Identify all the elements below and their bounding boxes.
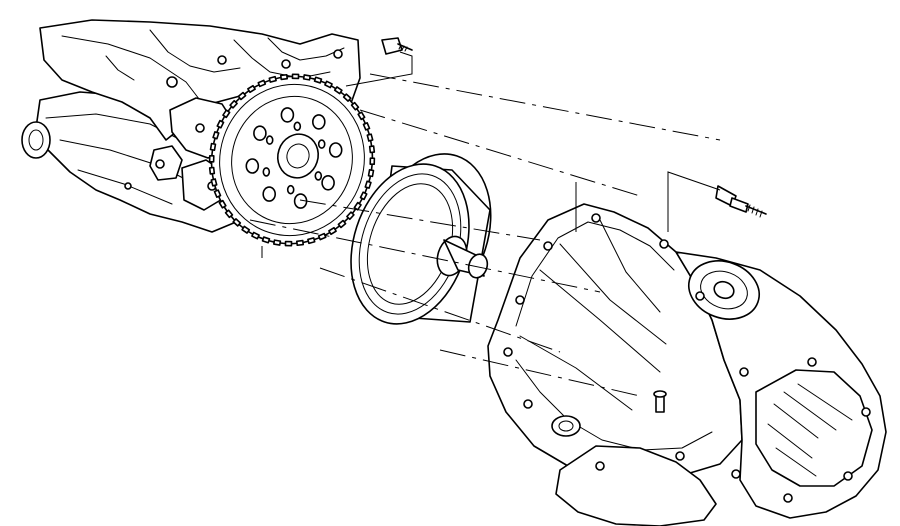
flexplate-hole [321,175,335,191]
ring-gear-tooth [273,239,282,246]
case-bolt-boss [861,407,871,417]
case-bolt-boss [523,399,533,409]
torque-converter [350,153,492,325]
ring-gear-tooth [224,209,234,219]
ring-gear-tooth [279,73,289,81]
ring-gear-tooth [261,236,271,244]
flexplate-hole [262,167,271,177]
ring-gear-tooth [216,119,225,129]
case-bolt-boss [543,241,553,251]
ring-gear-tooth [257,79,267,88]
case-bolt-boss [591,213,601,223]
ring-gear-tooth [247,84,256,94]
flexplate-hole [286,184,295,195]
flexplate-hole [265,135,274,145]
flexplate-ring-gear [208,73,376,247]
ring-gear-tooth [333,86,343,95]
flexplate-hole [245,158,260,174]
ring-gear-tooth [337,219,347,229]
ring-gear-tooth [364,180,372,189]
ring-gear-tooth [237,91,247,101]
ring-gear-tooth [313,76,323,84]
flexplate-hole [328,142,343,158]
case-bolt-boss [515,295,525,305]
ring-gear-tooth [366,133,374,142]
case-bolt-boss [695,291,705,301]
ring-gear-tooth [291,73,300,80]
ring-gear-tooth [353,201,362,211]
flexplate-hole [311,114,326,130]
case-bolt-boss [843,471,853,481]
flexplate-hole [317,139,326,149]
ring-gear-tooth [295,239,305,247]
ring-gear-tooth [208,154,215,163]
flexplate-hole [314,171,323,181]
leader-lines [261,51,721,258]
ring-gear-tooth [222,109,231,119]
flexplate-hole [253,125,267,141]
bell-housing-bolt [715,185,767,218]
ring-gear-tooth [324,80,333,89]
ring-gear-tooth [307,237,316,245]
ring-gear-tooth [251,231,260,240]
ring-gear-tooth [359,191,368,201]
ring-gear-tooth [302,74,311,81]
assembly-axes [249,73,721,397]
ring-gear-tooth [213,189,222,198]
ring-gear-tooth [232,218,242,227]
ring-gear-tooth [328,226,337,236]
case-bolt-boss [807,357,817,367]
flexplate [210,75,374,245]
ring-gear-tooth [268,75,277,83]
ring-gear-tooth [284,240,293,247]
case-bolt-boss [783,493,793,503]
ring-gear-tooth [218,199,227,209]
flexplate-hole [293,121,302,132]
ring-gear-tooth [212,131,220,140]
ring-gear-tooth [346,211,355,221]
ring-gear-tooth [362,122,371,131]
case-bolt-boss [595,461,605,471]
flexplate-bolt-holes [245,107,343,209]
ring-gear-tooth [350,101,360,111]
ring-gear-tooth [210,178,218,187]
case-bolt-boss [659,239,669,249]
case-bolt-boss [675,451,685,461]
ring-gear-tooth [209,142,217,151]
ring-gear-tooth [367,169,375,178]
ring-gear-tooth [208,166,216,175]
case-bolt-boss [503,347,513,357]
flexplate-hole [280,107,295,123]
ring-gear-tooth [369,157,376,166]
ring-gear-tooth [241,225,251,234]
flexplate-bolt [381,37,413,55]
transmission-case [487,203,887,526]
ring-gear-tooth [357,111,366,121]
ring-gear-tooth [368,145,376,154]
transmission-case-bolts [503,213,871,503]
ring-gear-tooth [342,93,352,102]
flexplate-hole [262,186,277,202]
ring-gear-tooth [317,232,327,241]
case-bolt-boss [739,367,749,377]
ring-gear-tooth [229,99,238,109]
case-bolt-boss [731,469,741,479]
